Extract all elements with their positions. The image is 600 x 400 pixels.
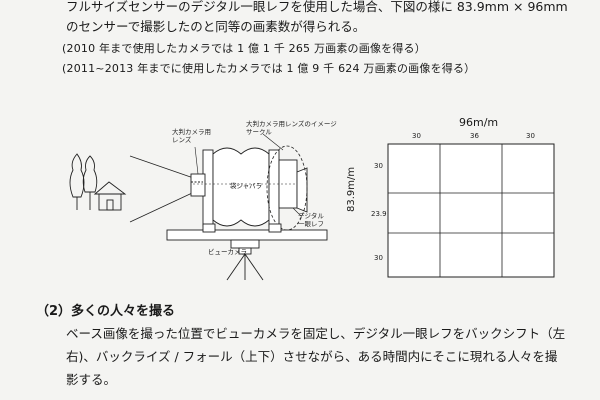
intro-line-2: のセンサーで撮影したのと同等の画素数が得られる。 [66, 19, 366, 34]
section-para-line-3: 影する。 [66, 372, 117, 387]
grid-top-label-2: 36 [470, 132, 479, 140]
grid-top-label-1: 30 [412, 132, 421, 140]
intro-note-2: (2011~2013 年までに使用したカメラでは 1 億 9 千 624 万画素… [62, 62, 476, 75]
dslr-label: デジタル 一眼レフ [298, 212, 324, 228]
intro-line-1: フルサイズセンサーのデジタル一眼レフを使用した場合、下図の様に 83.9mm ×… [66, 0, 568, 14]
section-para-line-1: ベース画像を撮った位置でビューカメラを固定し、デジタル一眼レフをバックシフト（左 [66, 326, 566, 341]
lens-label: 大判カメラ用 レンズ [172, 128, 211, 144]
grid-left-label-1: 30 [374, 162, 383, 170]
trees-icon [69, 153, 98, 210]
intro-note-1: (2010 年まで使用したカメラでは 1 億 1 千 265 万画素の画像を得る… [62, 42, 426, 55]
image-circle-label: 大判カメラ用レンズのイメージ サークル [246, 120, 337, 136]
tripod-icon [226, 239, 264, 281]
grid-left-label-3: 30 [374, 254, 383, 262]
grid-height-label: 83.9m/m [346, 166, 357, 212]
view-camera-label: ビューカメラ [208, 248, 247, 256]
grid-top-label-3: 30 [526, 132, 535, 140]
bellows-label: 袋ジャバラ [230, 182, 263, 190]
house-icon [93, 181, 127, 211]
view-camera-diagram [69, 133, 328, 281]
section-title: （2）多くの人々を撮る [36, 304, 176, 319]
grid-width-label: 96m/m [459, 116, 499, 129]
sensor-grid [387, 143, 555, 278]
grid-left-label-2: 23.9 [371, 210, 387, 218]
section-para-line-2: 右)、バックライズ / フォール（上下）させながら、ある時間内にそこに現れる人々… [66, 349, 558, 364]
